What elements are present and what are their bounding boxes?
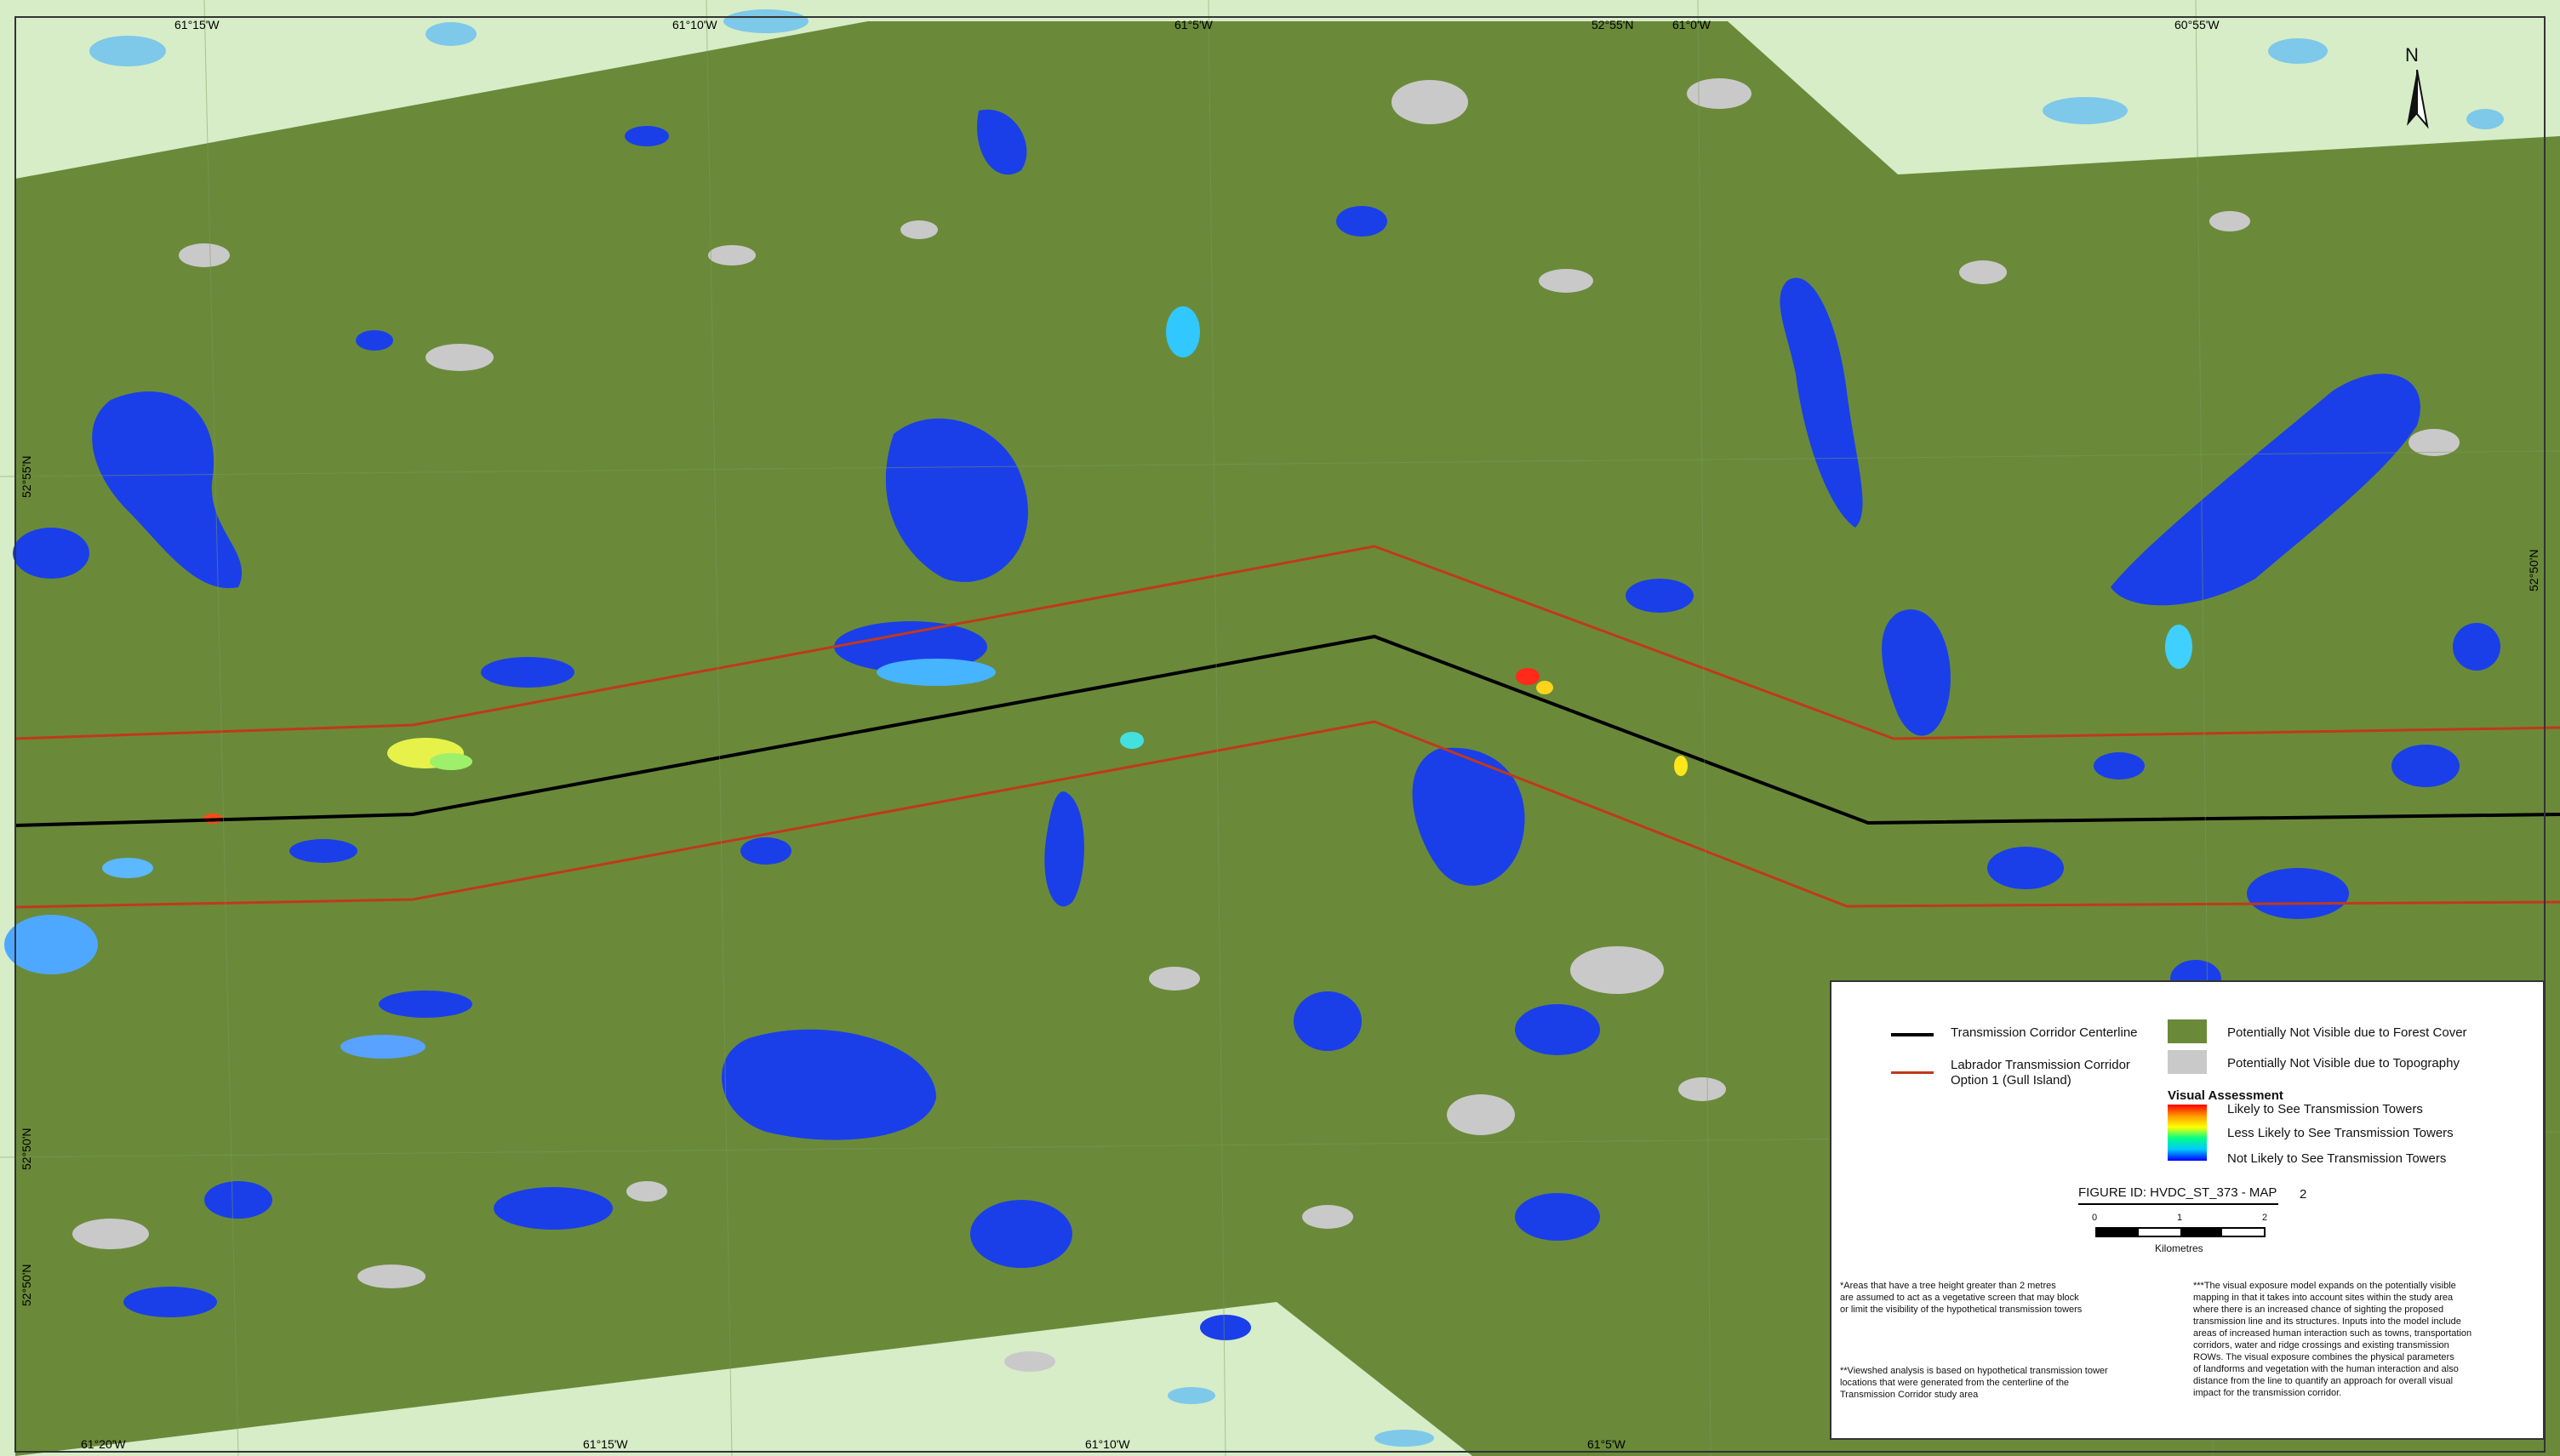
legend-corridor-label-line2: Option 1 (Gull Island): [1951, 1073, 2071, 1088]
note-tree-height: *Areas that have a tree height greater t…: [1840, 1281, 2083, 1315]
figure-id-underline: [2078, 1203, 2278, 1205]
less-likely-visible-areas: [4, 306, 2192, 1059]
topography-patches: [72, 78, 2460, 1372]
legend-centerline-label: Transmission Corridor Centerline: [1951, 1025, 2138, 1040]
north-arrow-icon: N: [2405, 44, 2429, 129]
legend-topography-swatch: [2168, 1050, 2207, 1074]
right-tick-label: 52°50'N: [2527, 549, 2540, 591]
legend-visual-assessment-title: Visual Assessment: [2168, 1088, 2283, 1103]
scale-tick: 2: [2262, 1213, 2268, 1223]
left-tick-label: 52°50'N: [20, 1128, 33, 1170]
scale-unit: Kilometres: [2155, 1242, 2203, 1254]
map-legend: Transmission Corridor Centerline Labrado…: [1830, 980, 2545, 1440]
legend-visual-gradient: [2168, 1105, 2207, 1161]
top-tick-label: 60°55'W: [2174, 18, 2220, 31]
not-likely-visible-areas: [13, 109, 2500, 1340]
scale-bar: [2095, 1227, 2266, 1237]
legend-less-likely-label: Less Likely to See Transmission Towers: [2227, 1126, 2454, 1140]
legend-topography-label: Potentially Not Visible due to Topograph…: [2227, 1056, 2460, 1071]
scale-tick: 0: [2092, 1213, 2098, 1223]
top-tick-label: 61°10'W: [672, 18, 717, 31]
map-number: 2: [2300, 1187, 2307, 1202]
legend-centerline-swatch: [1891, 1033, 1934, 1036]
bottom-tick-label: 61°10'W: [1085, 1437, 1130, 1451]
legend-likely-label: Likely to See Transmission Towers: [2227, 1102, 2423, 1116]
bottom-tick-label: 61°20'W: [81, 1437, 126, 1451]
map-neatline: [14, 16, 2546, 1453]
legend-not-likely-label: Not Likely to See Transmission Towers: [2227, 1151, 2447, 1166]
figure-id: FIGURE ID: HVDC_ST_373 - MAP: [2078, 1185, 2277, 1200]
labrador-transmission-corridor: [14, 545, 2560, 909]
left-tick-label: 52°50'N: [20, 1264, 33, 1306]
left-tick-label: 52°55'N: [20, 455, 33, 498]
note-viewshed: **Viewshed analysis is based on hypothet…: [1840, 1366, 2108, 1400]
legend-forest-label: Potentially Not Visible due to Forest Co…: [2227, 1025, 2467, 1040]
legend-forest-swatch: [2168, 1019, 2207, 1043]
north-label: N: [2405, 44, 2419, 66]
outside-water-bodies: [89, 9, 2504, 1447]
top-tick-label: 52°55'N: [1591, 18, 1634, 31]
top-tick-label: 61°0'W: [1672, 18, 1711, 31]
bottom-tick-label: 61°5'W: [1587, 1437, 1626, 1451]
legend-corridor-label-line1: Labrador Transmission Corridor: [1951, 1058, 2130, 1072]
note-visual-exposure: ***The visual exposure model expands on …: [2193, 1281, 2472, 1398]
top-tick-label: 61°5'W: [1174, 18, 1213, 31]
transmission-corridor-centerline: [14, 634, 2560, 827]
top-tick-label: 61°15'W: [174, 18, 220, 31]
scale-tick: 1: [2177, 1213, 2183, 1223]
legend-corridor-swatch: [1891, 1071, 1934, 1074]
bottom-tick-label: 61°15'W: [583, 1437, 628, 1451]
